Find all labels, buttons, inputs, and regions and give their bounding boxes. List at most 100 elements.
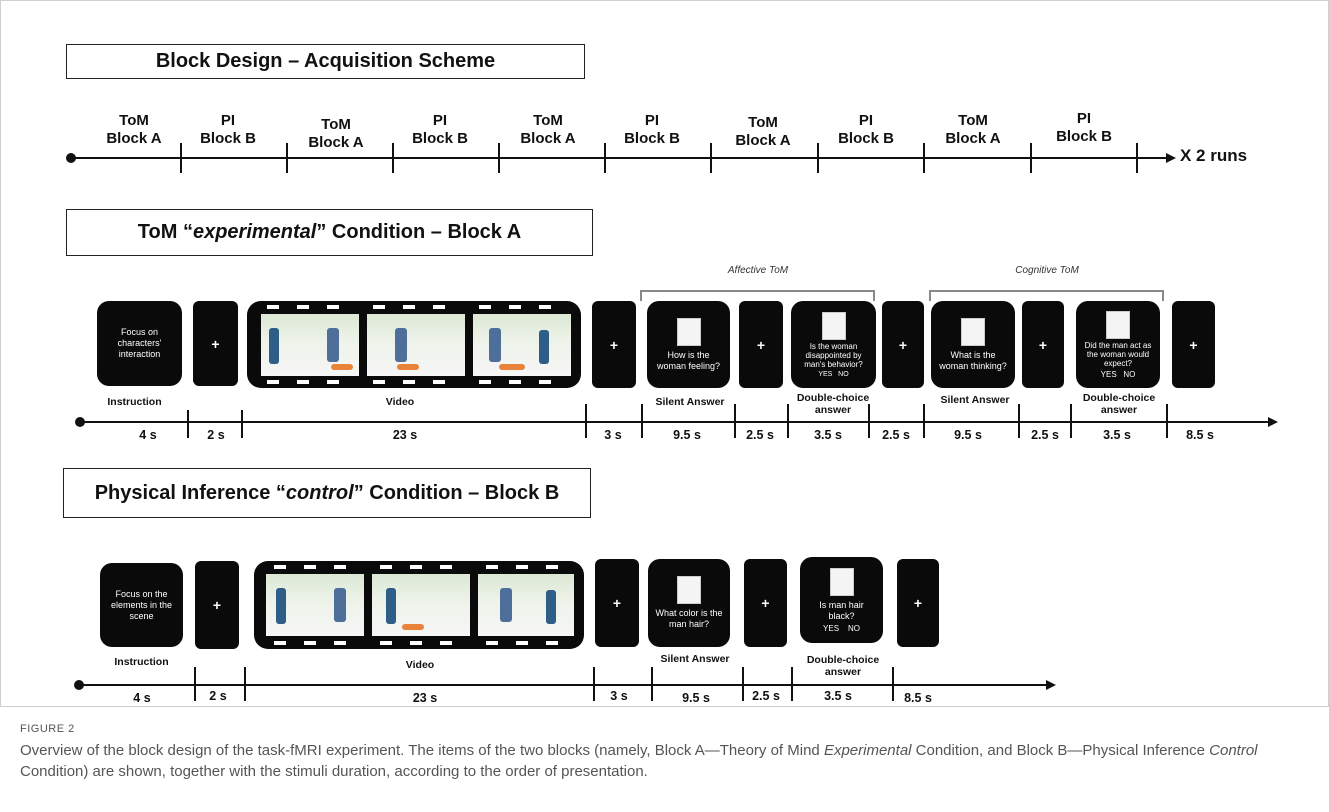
- fixation-cross: +: [744, 559, 787, 647]
- film-sprocket: [479, 305, 491, 309]
- man-figure: [539, 330, 549, 364]
- film-sprocket: [267, 380, 279, 384]
- fixation-cross: +: [592, 301, 636, 388]
- scene-thumbnail: [677, 576, 701, 604]
- duration-label: 2.5 s: [1031, 428, 1059, 442]
- fixation-cross: +: [1172, 301, 1215, 388]
- timeline-tick: [244, 667, 246, 701]
- film-sprocket: [516, 565, 528, 569]
- film-sprocket: [403, 380, 415, 384]
- video-frame: [266, 574, 364, 636]
- block-tick: [286, 143, 288, 173]
- film-sprocket: [516, 641, 528, 645]
- duration-label: 2 s: [207, 428, 225, 442]
- spilled-items: [397, 364, 419, 370]
- block-tick: [392, 143, 394, 173]
- film-sprocket: [479, 380, 491, 384]
- duration-label: 3.5 s: [1103, 428, 1131, 442]
- film-sprocket: [433, 305, 445, 309]
- tom-condition-title: ToM “experimental ” Condition – Block A: [66, 209, 593, 256]
- video-frame: [478, 574, 574, 636]
- film-sprocket: [380, 565, 392, 569]
- pi-timeline-arrow: [1046, 680, 1056, 690]
- spilled-items: [499, 364, 525, 370]
- spilled-items: [331, 364, 353, 370]
- silent-answer-card: How is the woman feeling?: [647, 301, 730, 388]
- woman-figure: [395, 328, 407, 362]
- silent-answer-label: Silent Answer: [655, 396, 725, 408]
- acquisition-arrow: [1166, 153, 1176, 163]
- cognitive-bracket: [929, 290, 1164, 301]
- woman-figure: [327, 328, 339, 362]
- duration-label: 2.5 s: [882, 428, 910, 442]
- timeline-tick: [868, 404, 870, 438]
- scene-thumbnail: [961, 317, 985, 346]
- film-sprocket: [433, 380, 445, 384]
- silent-answer-card: What is the woman thinking?: [931, 301, 1015, 388]
- film-sprocket: [486, 565, 498, 569]
- duration-label: 9.5 s: [673, 428, 701, 442]
- video-filmstrip: [247, 301, 581, 388]
- block-tick: [498, 143, 500, 173]
- block-tick: [604, 143, 606, 173]
- spilled-items: [402, 624, 424, 630]
- duration-label: 8.5 s: [1186, 428, 1214, 442]
- film-sprocket: [410, 641, 422, 645]
- double-choice-label: Double-choice answer: [1082, 392, 1156, 416]
- film-sprocket: [274, 565, 286, 569]
- duration-label: 23 s: [412, 691, 438, 705]
- scene-thumbnail: [1106, 310, 1130, 339]
- runs-label: X 2 runs: [1180, 146, 1248, 165]
- fixation-cross: +: [739, 301, 783, 388]
- woman-figure: [334, 588, 346, 622]
- duration-label: 4 s: [133, 691, 151, 705]
- acquisition-timeline: [70, 157, 1168, 159]
- pi-timeline: [78, 684, 1046, 686]
- film-sprocket: [304, 641, 316, 645]
- block-tick: [710, 143, 712, 173]
- film-sprocket: [546, 641, 558, 645]
- video-label: Video: [385, 396, 415, 408]
- film-sprocket: [403, 305, 415, 309]
- silent-answer-card: What color is the man hair?: [648, 559, 730, 647]
- timeline-tick: [593, 667, 595, 701]
- video-filmstrip: [254, 561, 584, 649]
- block-tick: [1136, 143, 1138, 173]
- woman-figure: [489, 328, 501, 362]
- video-label: Video: [405, 659, 435, 671]
- film-sprocket: [539, 305, 551, 309]
- duration-label: 3.5 s: [814, 428, 842, 442]
- film-sprocket: [539, 380, 551, 384]
- duration-label: 2.5 s: [746, 428, 774, 442]
- film-sprocket: [509, 380, 521, 384]
- fixation-cross: +: [1022, 301, 1064, 388]
- video-frame: [372, 574, 470, 636]
- pi-condition-title: Physical Inference “control” Condition –…: [63, 468, 591, 518]
- film-sprocket: [440, 641, 452, 645]
- timeline-tick: [1018, 404, 1020, 438]
- video-frame: [367, 314, 465, 376]
- film-sprocket: [373, 380, 385, 384]
- timeline-tick: [187, 410, 189, 438]
- fixation-cross: +: [595, 559, 639, 647]
- duration-label: 2 s: [209, 689, 227, 703]
- scene-thumbnail: [821, 311, 846, 340]
- double-choice-card: Is the woman disappointed by man's behav…: [791, 301, 876, 388]
- film-sprocket: [380, 641, 392, 645]
- duration-label: 23 s: [392, 428, 418, 442]
- no-option: NO: [847, 623, 860, 633]
- block-tick: [817, 143, 819, 173]
- woman-figure: [500, 588, 512, 622]
- film-sprocket: [274, 641, 286, 645]
- yes-option: YES: [823, 623, 840, 633]
- film-sprocket: [509, 305, 521, 309]
- timeline-tick: [241, 410, 243, 438]
- instruction-label: Instruction: [107, 396, 162, 408]
- film-sprocket: [546, 565, 558, 569]
